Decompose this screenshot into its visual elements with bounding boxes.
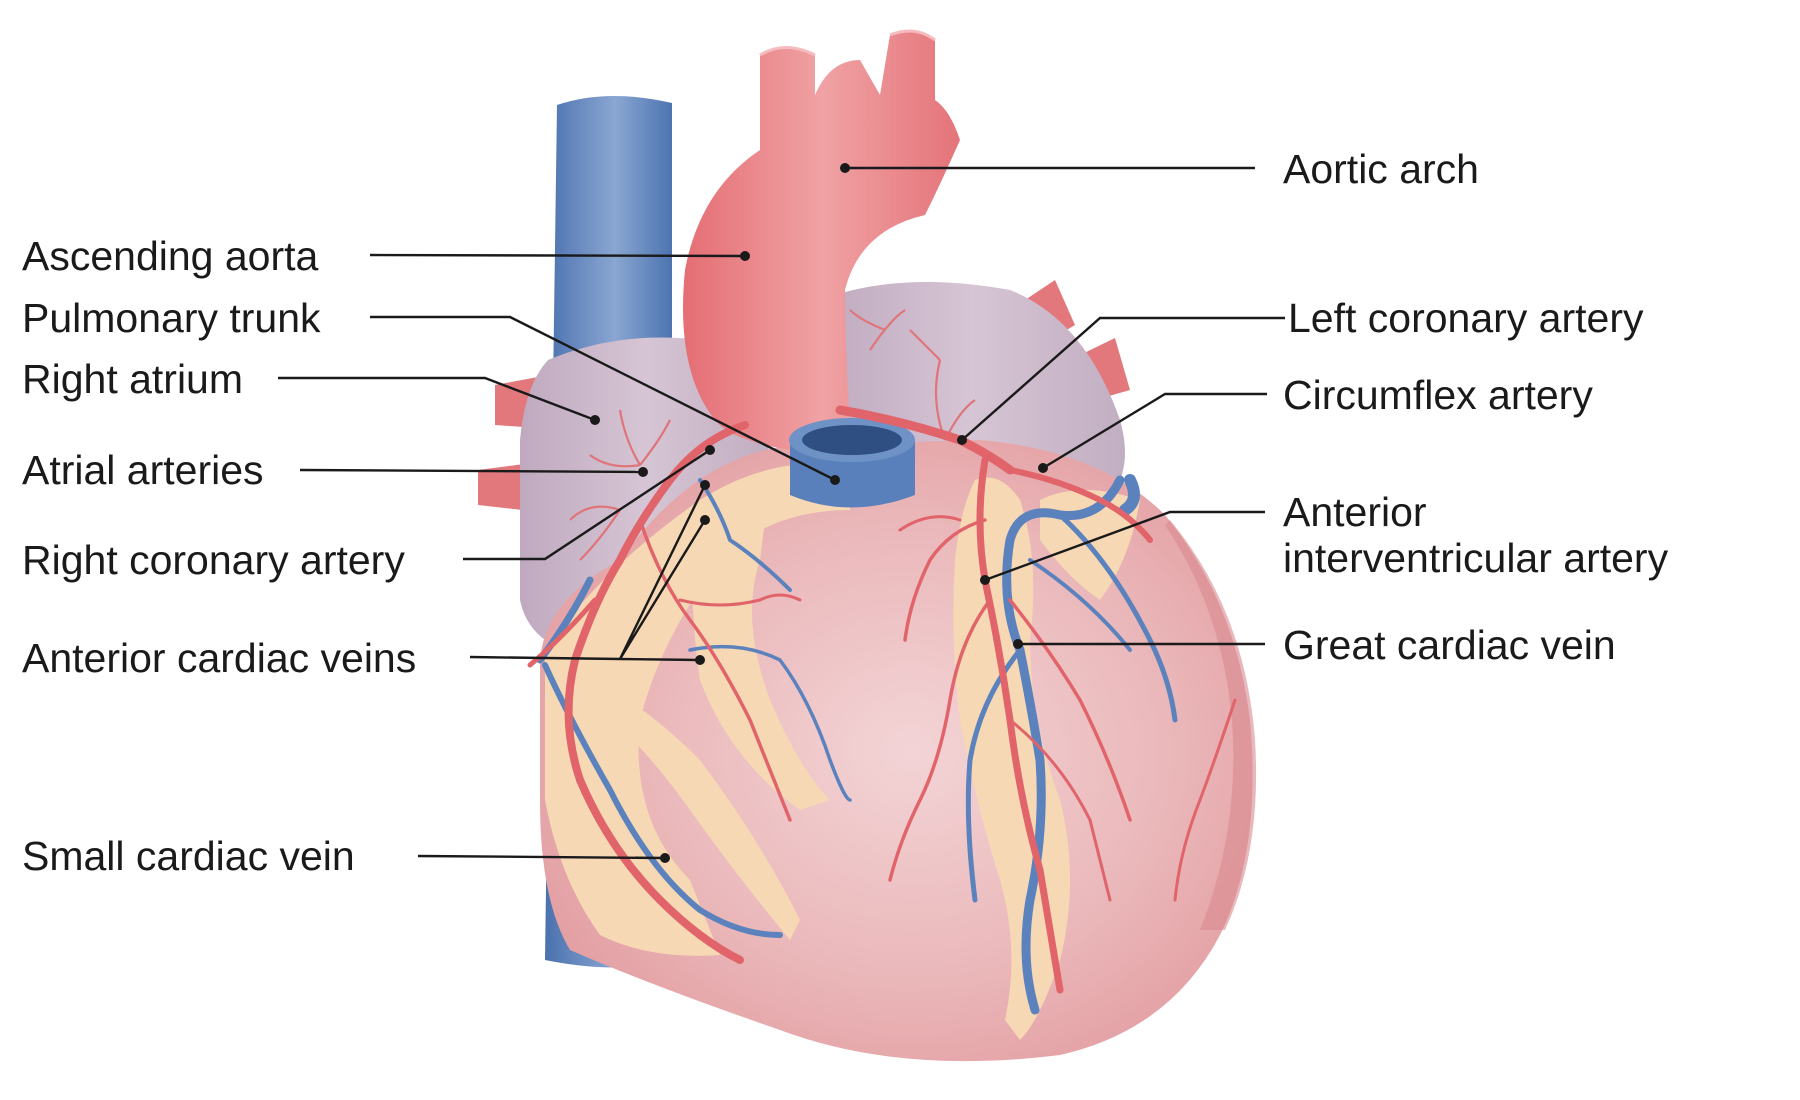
label-ascending-aorta: Ascending aorta xyxy=(22,233,319,279)
label-small-cardiac-vein: Small cardiac vein xyxy=(22,833,355,879)
dot-left-coronary-artery xyxy=(957,435,967,445)
dot-right-atrium xyxy=(590,415,600,425)
leader-ascending-aorta xyxy=(369,253,746,258)
label-circumflex-artery: Circumflex artery xyxy=(1283,372,1593,418)
leader-pulmonary-trunk xyxy=(370,315,836,482)
label-left-coronary-artery: Left coronary artery xyxy=(1288,295,1644,341)
leader-right-coronary-artery xyxy=(463,448,711,561)
dot-great-cardiac-vein xyxy=(1013,639,1023,649)
label-anterior-cardiac-veins: Anterior cardiac veins xyxy=(22,635,417,681)
label-pulmonary-trunk: Pulmonary trunk xyxy=(22,295,321,341)
label-right-coronary-artery: Right coronary artery xyxy=(22,537,405,583)
dot-ascending-aorta xyxy=(740,251,750,261)
dot-anterior-cardiac-veins-b xyxy=(700,515,710,525)
dot-aortic-arch xyxy=(840,163,850,173)
label-atrial-arteries: Atrial arteries xyxy=(22,447,264,493)
leader-anterior-interventricular-artery xyxy=(984,510,1265,582)
label-aortic-arch: Aortic arch xyxy=(1283,146,1479,192)
dot-circumflex-artery xyxy=(1038,463,1048,473)
dot-small-cardiac-vein xyxy=(660,853,670,863)
dot-pulmonary-trunk xyxy=(830,475,840,485)
leader-left-coronary-artery xyxy=(961,316,1285,441)
leader-small-cardiac-vein xyxy=(417,854,666,860)
label-great-cardiac-vein: Great cardiac vein xyxy=(1283,622,1616,668)
coronary-arteries xyxy=(527,405,1237,994)
dot-right-coronary-artery xyxy=(705,445,715,455)
label-anterior-interventricular-artery-line1: Anterior xyxy=(1283,489,1427,535)
dot-anterior-interventricular-artery xyxy=(980,575,990,585)
label-right-atrium: Right atrium xyxy=(22,356,244,402)
leader-circumflex-artery xyxy=(1042,392,1267,470)
dot-atrial-arteries xyxy=(638,467,648,477)
aorta xyxy=(683,29,960,450)
leader-anterior-cardiac-veins xyxy=(469,484,707,662)
leader-atrial-arteries xyxy=(299,468,644,474)
pulmonary-trunk xyxy=(789,418,915,508)
leader-lines xyxy=(278,163,1285,863)
dot-anterior-cardiac-veins-a xyxy=(700,480,710,490)
label-anterior-interventricular-artery-line2: interventricular artery xyxy=(1283,535,1669,581)
leader-right-atrium xyxy=(278,376,596,422)
epicardial-fat xyxy=(545,463,1140,1040)
dot-anterior-cardiac-veins-c xyxy=(695,655,705,665)
